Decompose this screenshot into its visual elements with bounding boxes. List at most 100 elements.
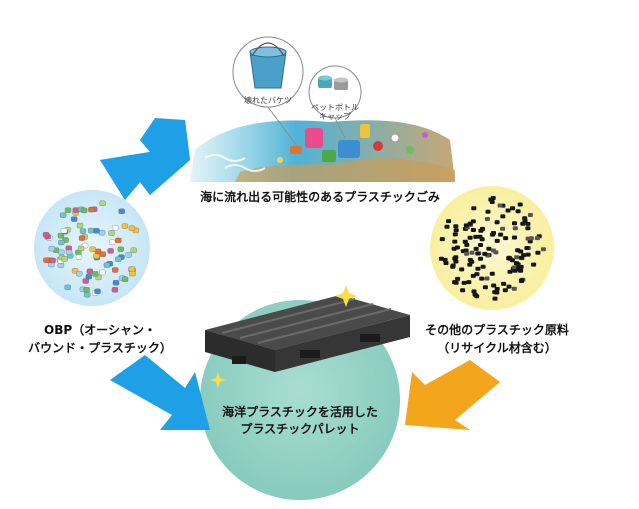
obp-pellet	[89, 246, 96, 252]
recycled-pellet	[453, 228, 459, 233]
recycled-pellet	[452, 232, 458, 237]
recycled-pellet	[515, 248, 521, 253]
obp-pellet	[99, 200, 106, 206]
recycled-pellet	[518, 264, 524, 269]
right-label-line2: （リサイクル材含む）	[437, 341, 557, 355]
recycled-pellet	[500, 214, 506, 219]
recycled-pellet	[488, 197, 494, 202]
bucket-callout	[232, 36, 304, 151]
recycled-pellet	[461, 280, 467, 285]
recycled-pellet	[443, 261, 449, 265]
obp-pellet	[92, 271, 99, 277]
top-caption: 海に流れ出る可能性のあるプラスチックごみ	[200, 190, 440, 204]
recycled-pellet	[525, 221, 531, 226]
recycled-pellet	[505, 208, 511, 213]
recycled-pellet	[482, 285, 488, 290]
obp-pellet	[58, 239, 65, 246]
recycled-pellet	[480, 226, 485, 231]
obp-pellet	[88, 206, 95, 213]
pallet-illustration	[205, 295, 410, 372]
recycled-pellet	[475, 266, 481, 271]
recycled-pellet	[453, 224, 459, 229]
obp-pellet	[82, 278, 89, 284]
recycled-pellet	[479, 276, 485, 281]
recycled-pellet	[506, 255, 512, 260]
beach-scene	[190, 120, 455, 182]
obp-pellet	[94, 288, 101, 295]
recycled-pellet	[501, 281, 507, 286]
recycled-pellet	[512, 265, 518, 270]
obp-pellet	[129, 270, 136, 277]
obp-pellet-circle	[34, 190, 150, 306]
obp-pellet	[49, 257, 56, 264]
right-label-line1: その他のプラスチック原料	[425, 323, 569, 337]
recycled-pellet	[528, 236, 534, 241]
obp-pellet	[43, 257, 50, 263]
recycled-pellet-circle	[430, 186, 554, 310]
obp-pellet	[115, 237, 122, 244]
recycled-pellet	[474, 294, 480, 299]
recycled-pellet	[540, 247, 546, 252]
recycled-pellet	[494, 286, 500, 291]
recycled-pellet	[491, 231, 496, 235]
recycled-pellet	[475, 251, 481, 256]
recycled-pellet	[467, 262, 473, 267]
recycled-pellet	[486, 246, 492, 251]
recycled-pellet	[467, 235, 473, 240]
recycled-pellet	[471, 289, 477, 294]
obp-pellet	[75, 254, 83, 260]
obp-pellet	[115, 256, 122, 262]
obp-pellet	[93, 253, 100, 259]
recycled-pellet	[460, 288, 466, 293]
recycled-pellet	[527, 213, 533, 217]
recycled-pellet	[466, 280, 472, 285]
obp-pellet	[103, 262, 111, 268]
obp-pellet	[130, 247, 137, 253]
obp-pellet	[108, 230, 115, 236]
obp-pellet	[59, 212, 67, 218]
recycled-pellet	[489, 271, 495, 276]
recycled-pellet	[500, 226, 506, 231]
cap-tag-line1: ペットボトル	[311, 103, 359, 112]
obp-pellet	[86, 268, 94, 274]
obp-pellet	[117, 246, 124, 252]
obp-pellet	[57, 262, 65, 268]
center-label-line1: 海洋プラスチックを活用した	[222, 405, 378, 419]
recycled-pellet	[531, 262, 537, 267]
recycled-pellet	[497, 203, 503, 208]
left-label-line2: バウンド・プラスチック）	[28, 341, 172, 355]
obp-pellet	[98, 230, 106, 236]
recycled-pellet	[491, 283, 497, 288]
recycled-pellet	[519, 278, 525, 283]
recycled-pellet	[478, 243, 483, 247]
obp-pellet	[112, 225, 119, 231]
cap-tag-line2: キャップ	[319, 112, 351, 121]
obp-pellet	[57, 232, 65, 239]
obp-pellet	[121, 276, 129, 282]
obp-pellet	[125, 252, 132, 258]
recycled-pellet	[459, 267, 465, 272]
obp-pellet	[80, 207, 88, 214]
recycled-pellet	[453, 255, 459, 260]
recycled-pellet	[506, 284, 512, 289]
recycled-pellet	[507, 269, 513, 274]
recycled-pellet	[452, 239, 458, 244]
recycled-pellet	[478, 256, 484, 261]
recycled-pellet	[482, 251, 488, 256]
recycled-pellet	[464, 242, 470, 247]
recycled-pellet	[484, 217, 490, 221]
recycled-pellet	[492, 290, 498, 295]
recycled-pellet	[525, 226, 531, 231]
recycled-pellet	[467, 258, 473, 262]
recycled-pellet	[524, 246, 530, 250]
obp-pellet	[79, 228, 87, 234]
obp-pellet	[108, 239, 116, 245]
recycled-pellet	[517, 202, 523, 207]
obp-pellet	[93, 228, 100, 234]
recycled-pellet	[534, 236, 540, 241]
obp-pellet	[128, 225, 136, 231]
obp-pellet	[61, 256, 68, 262]
obp-pellet	[64, 207, 72, 213]
recycled-pellet	[462, 239, 468, 244]
recycled-pellet	[518, 255, 524, 260]
